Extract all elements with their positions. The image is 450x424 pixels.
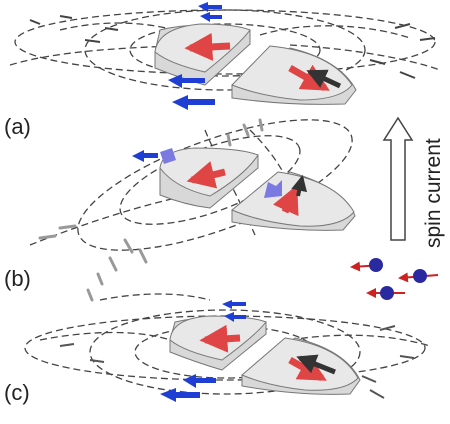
panel-c-dark-marks [59, 325, 415, 399]
electron-3 [366, 286, 405, 300]
panel-b-blue-arrows [132, 148, 282, 198]
panel-a-blue-arrows [168, 2, 222, 110]
spin-current-arrow [382, 116, 414, 241]
panel-a-disk-right [231, 45, 357, 105]
spin-current-label: spin current [422, 138, 445, 248]
panel-c-blue-arrows [160, 300, 246, 402]
panel-a-dark-marks [29, 15, 436, 79]
panel-label-a: (a) [4, 114, 31, 139]
panel-c-disk-left [169, 315, 267, 371]
electron-1 [350, 258, 383, 272]
panel-b-magnetization-arrows [186, 161, 308, 217]
electron-2 [398, 269, 439, 283]
panel-label-c: (c) [4, 380, 30, 405]
panel-c-magnetization-arrows [199, 324, 336, 382]
panel-a-magnetization-arrows [184, 32, 342, 92]
panel-b-light-marks [38, 118, 264, 302]
panel-label-b: (b) [4, 266, 31, 291]
panel-a-field-lines [9, 9, 441, 91]
